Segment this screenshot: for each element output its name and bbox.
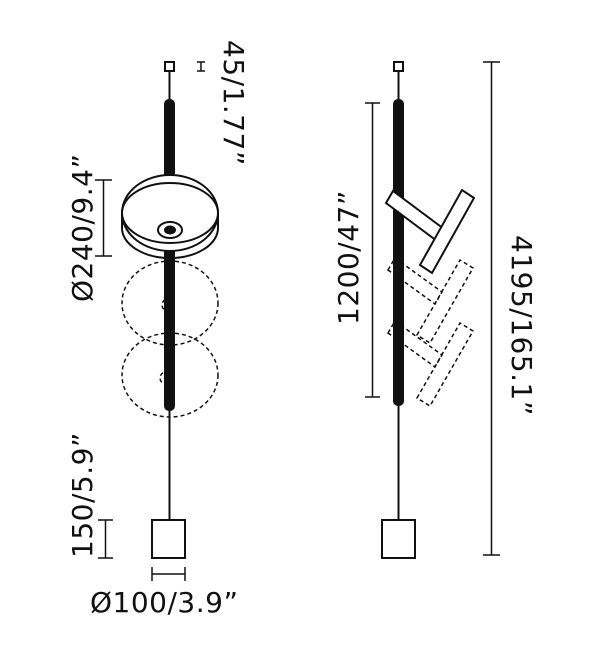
side-view bbox=[365, 61, 500, 559]
side-arm-ghost-1 bbox=[387, 256, 475, 345]
label-base-diameter: Ø100/3.9” bbox=[90, 586, 238, 619]
label-base-height: 150/5.9” bbox=[66, 432, 99, 558]
dim-base-height bbox=[98, 519, 113, 559]
disc-solid bbox=[121, 174, 219, 259]
base-box bbox=[151, 519, 186, 559]
dim-disc-diameter bbox=[95, 179, 112, 257]
top-hook bbox=[164, 61, 175, 72]
front-view bbox=[95, 61, 219, 581]
label-disc-diameter: Ø240/9.4” bbox=[66, 154, 99, 302]
side-base-box bbox=[381, 519, 416, 559]
dim-top-connector bbox=[197, 61, 205, 72]
dim-rod-length bbox=[365, 102, 380, 398]
label-total-height: 4195/165.1” bbox=[505, 235, 538, 416]
label-rod-length: 1200/47” bbox=[332, 190, 365, 325]
label-top-connector: 45/1.77” bbox=[217, 40, 250, 166]
disc-ghost-1 bbox=[121, 260, 219, 346]
side-arm-ghost-2 bbox=[387, 319, 475, 408]
side-arm-solid bbox=[384, 188, 476, 275]
dim-base-diameter bbox=[151, 567, 186, 581]
disc-ghost-2 bbox=[121, 332, 219, 418]
side-top-hook bbox=[393, 61, 404, 72]
thick-rod bbox=[164, 99, 175, 411]
dim-total-height bbox=[483, 61, 500, 556]
side-thick-rod bbox=[393, 99, 404, 406]
